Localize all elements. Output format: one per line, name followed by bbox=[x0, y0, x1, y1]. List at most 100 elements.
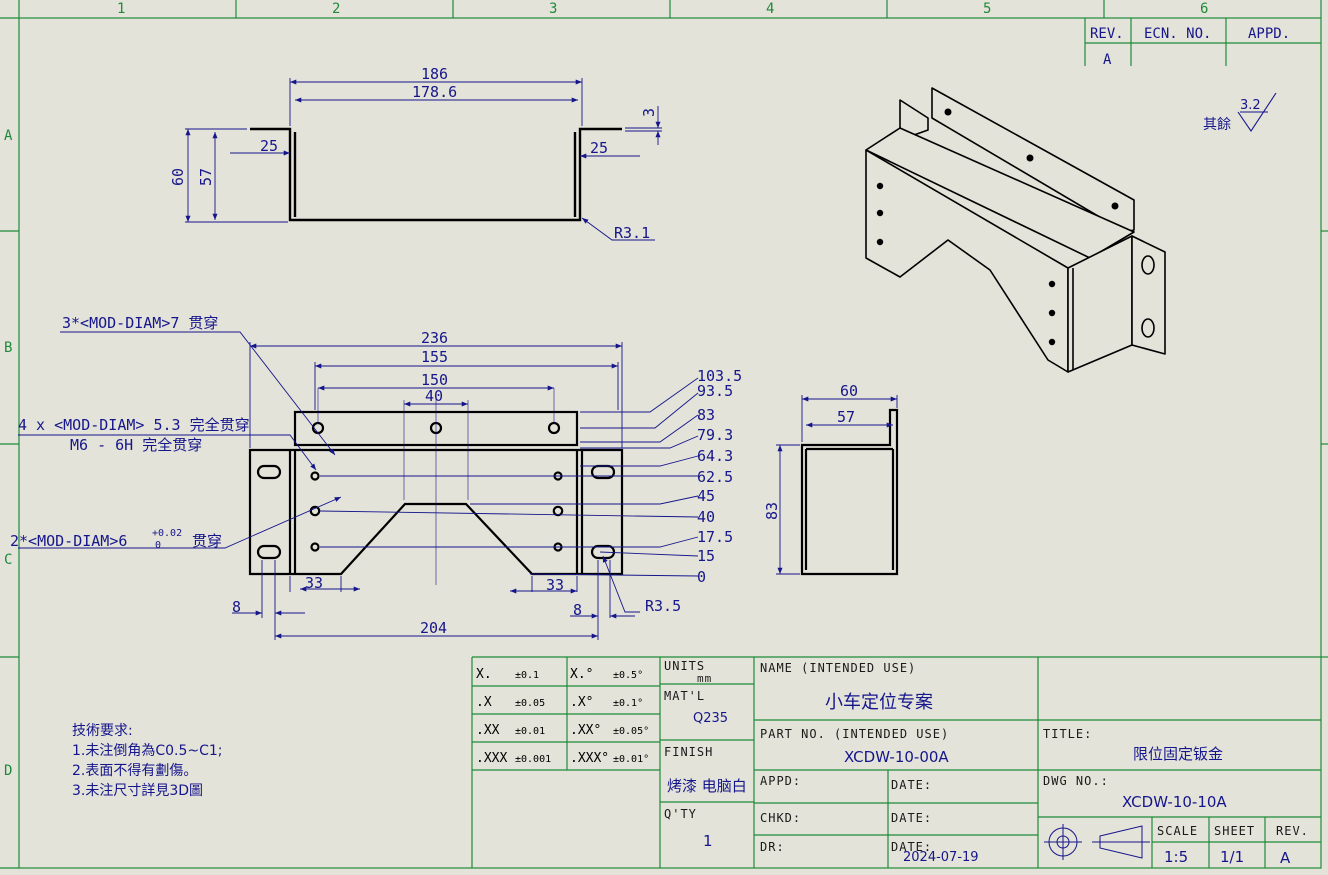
matl-value: Q235 bbox=[693, 711, 728, 726]
zone-row-c: C bbox=[4, 552, 12, 568]
scale-value: 1:5 bbox=[1164, 848, 1188, 866]
finish-label: FINISH bbox=[664, 745, 713, 759]
tol-aval-1: ±0.5° bbox=[613, 670, 643, 681]
dr-date-label: DATE: bbox=[891, 840, 932, 854]
side-view-dimensions bbox=[776, 395, 898, 575]
tol-val-4: ±0.001 bbox=[515, 754, 551, 765]
title-block: UNITS mm MAT'L FINISH Q'TY NAME (INTENDE… bbox=[664, 659, 1309, 867]
tech-note-1: 1.未注倒角為C0.5~C1; bbox=[72, 743, 223, 759]
tol-akey-3: .XX° bbox=[570, 723, 601, 738]
title-label: TITLE: bbox=[1043, 727, 1092, 741]
tech-note-3: 3.未注尺寸詳見3D圖 bbox=[72, 783, 203, 799]
zone-col-1: 1 bbox=[117, 1, 125, 17]
ord-83: 83 bbox=[697, 406, 715, 424]
sheet-value: 1/1 bbox=[1220, 848, 1244, 866]
matl-label: MAT'L bbox=[664, 689, 705, 703]
zone-row-a: A bbox=[4, 128, 13, 144]
rev-value: A bbox=[1103, 52, 1112, 68]
zone-col-6: 6 bbox=[1200, 1, 1208, 17]
tol-val-2: ±0.05 bbox=[515, 698, 545, 709]
zone-col-3: 3 bbox=[549, 1, 557, 17]
top-view: 186 178.6 25 25 R3.1 60 57 3 bbox=[169, 65, 662, 242]
ord-0: 0 bbox=[697, 568, 706, 586]
appd-date-label: DATE: bbox=[891, 778, 932, 792]
name-label: NAME (INTENDED USE) bbox=[760, 661, 916, 675]
dwg-label: DWG NO.: bbox=[1043, 774, 1109, 788]
tol-key-4: .XXX bbox=[476, 751, 507, 766]
side-view-geometry bbox=[800, 408, 899, 576]
units-label: UNITS bbox=[664, 659, 705, 673]
front-view: 236 155 150 40 103.5 93.5 83 79.3 64.3 6… bbox=[10, 314, 742, 640]
dim-r3-1: R3.1 bbox=[614, 224, 650, 242]
tol-key-2: .X bbox=[476, 695, 492, 710]
tol-aval-4: ±0.01° bbox=[613, 754, 649, 765]
chkd-label: CHKD: bbox=[760, 811, 801, 825]
dim-83-side: 83 bbox=[763, 502, 781, 520]
part-label: PART NO. (INTENDED USE) bbox=[760, 727, 949, 741]
ecn-header: ECN. NO. bbox=[1144, 26, 1211, 42]
surface-finish-value: 3.2 bbox=[1240, 98, 1261, 113]
tol-key-3: .XX bbox=[476, 723, 500, 738]
tech-note-2: 2.表面不得有劃傷。 bbox=[72, 762, 197, 779]
note-pin-tol-lower: 0 bbox=[155, 540, 161, 551]
dim-60-side: 60 bbox=[840, 382, 858, 400]
dim-186: 186 bbox=[421, 65, 448, 83]
rev-header: REV. bbox=[1090, 26, 1124, 42]
tol-aval-3: ±0.05° bbox=[613, 726, 649, 737]
appd-label: APPD: bbox=[760, 774, 801, 788]
zone-col-4: 4 bbox=[766, 1, 774, 17]
dim-8-left: 8 bbox=[232, 598, 241, 616]
ord-103-5: 103.5 bbox=[697, 367, 742, 385]
name-value: 小车定位专案 bbox=[825, 692, 933, 713]
sheet-label: SHEET bbox=[1214, 824, 1255, 838]
ord-15: 15 bbox=[697, 547, 715, 565]
dwg-value: XCDW-10-10A bbox=[1122, 793, 1227, 811]
dim-r3-5: R3.5 bbox=[645, 597, 681, 615]
tol-key-1: X. bbox=[476, 667, 492, 682]
zone-row-d: D bbox=[4, 763, 12, 779]
tol-akey-2: .X° bbox=[570, 695, 593, 710]
dim-57-side: 57 bbox=[837, 408, 855, 426]
top-view-geometry bbox=[250, 127, 622, 222]
zone-row-b: B bbox=[4, 340, 12, 356]
revision-block: REV. ECN. NO. APPD. A bbox=[1084, 18, 1321, 68]
dim-236: 236 bbox=[421, 329, 448, 347]
dim-60-top: 60 bbox=[169, 168, 187, 186]
qty-label: Q'TY bbox=[664, 807, 697, 821]
scale-label: SCALE bbox=[1157, 824, 1198, 838]
qty-value: 1 bbox=[703, 832, 713, 850]
ord-79-3: 79.3 bbox=[697, 426, 733, 444]
ord-64-3: 64.3 bbox=[697, 447, 733, 465]
dim-204: 204 bbox=[420, 619, 447, 637]
isometric-view bbox=[865, 87, 1166, 373]
finish-value: 烤漆 电脑白 bbox=[667, 777, 747, 795]
ord-45: 45 bbox=[697, 487, 715, 505]
dim-8-right: 8 bbox=[573, 601, 582, 619]
title-block-lines bbox=[471, 656, 1321, 868]
dim-33-right: 33 bbox=[546, 576, 564, 594]
dim-40-width: 40 bbox=[425, 387, 443, 405]
ord-40: 40 bbox=[697, 508, 715, 526]
rev-value-block: A bbox=[1280, 849, 1291, 867]
dim-57-top: 57 bbox=[197, 168, 215, 186]
zone-markers: 1 2 3 4 5 6 A B C D bbox=[4, 1, 1208, 779]
units-value: mm bbox=[697, 672, 712, 685]
zone-col-5: 5 bbox=[983, 1, 991, 17]
note-pin-tol-upper: +0.02 bbox=[152, 528, 182, 539]
tech-notes-title: 技術要求: bbox=[72, 723, 133, 739]
dim-150: 150 bbox=[421, 371, 448, 389]
dim-thickness-3: 3 bbox=[640, 108, 658, 117]
front-view-dimensions bbox=[18, 331, 699, 640]
surface-finish-label: 其餘 bbox=[1203, 116, 1231, 133]
dim-178-6: 178.6 bbox=[412, 83, 457, 101]
tol-val-3: ±0.01 bbox=[515, 726, 545, 737]
note-tapped-1: 4 x <MOD-DIAM> 5.3 完全贯穿 bbox=[18, 416, 250, 434]
ord-17-5: 17.5 bbox=[697, 528, 733, 546]
note-pin-suffix: 贯穿 bbox=[192, 532, 222, 550]
tol-akey-4: .XXX° bbox=[570, 751, 609, 766]
dr-label: DR: bbox=[760, 840, 785, 854]
rev-label-block: REV. bbox=[1276, 824, 1309, 838]
